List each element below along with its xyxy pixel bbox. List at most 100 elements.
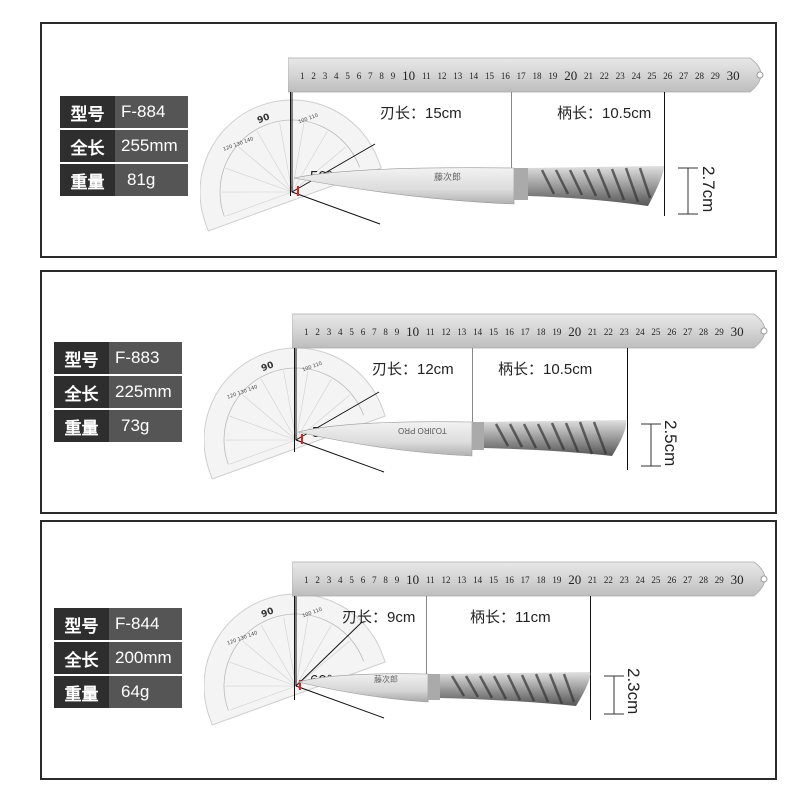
ruler-number: 20 [568, 324, 582, 339]
ruler-number: 9 [394, 327, 400, 337]
height-dimension [604, 675, 624, 715]
blade-brand-text: 藤次郎 [434, 172, 462, 182]
ruler-number: 11 [425, 327, 435, 337]
height-dimension [678, 167, 698, 215]
ruler-number: 28 [698, 327, 708, 337]
ruler-number: 13 [457, 327, 467, 337]
blade-brand-text: TOJIRO PRO [398, 426, 447, 435]
handle-length-label: 柄长：11cm [470, 609, 551, 626]
ruler-number: 28 [694, 71, 704, 81]
ruler-number: 27 [683, 575, 693, 585]
ruler-number: 23 [619, 327, 629, 337]
ruler-number: 27 [683, 327, 693, 337]
ruler-number: 24 [635, 327, 645, 337]
spec-value-model: F-844 [109, 608, 182, 640]
svg-text:90: 90 [260, 360, 275, 374]
ruler-number: 20 [564, 68, 578, 83]
ruler-number: 22 [603, 327, 613, 337]
ruler-number: 5 [349, 575, 354, 585]
spec-value-length: 255mm [115, 130, 188, 162]
ruler-number: 2 [315, 327, 320, 337]
ruler-number: 11 [421, 71, 431, 81]
ruler-number: 6 [360, 327, 366, 337]
steel-ruler [288, 57, 764, 93]
spec-row-weight: 重量 81g [60, 164, 188, 196]
ruler-number: 8 [383, 327, 388, 337]
ruler-number: 25 [647, 71, 657, 81]
product-panel-f884: 型号 F-884 全长 255mm 重量 81g 90 120 130 140 … [40, 22, 777, 258]
spec-value-weight: 73g [109, 410, 182, 442]
ruler-number: 26 [667, 327, 677, 337]
ruler-number: 30 [726, 68, 740, 83]
measure-line-end [590, 596, 591, 720]
ruler-number: 3 [322, 71, 328, 81]
spec-value-weight: 64g [109, 676, 182, 708]
ruler-number: 6 [360, 575, 366, 585]
spec-key: 全长 [60, 130, 115, 162]
ruler-number: 22 [603, 575, 613, 585]
svg-text:90: 90 [260, 606, 275, 620]
spec-key: 重量 [54, 410, 109, 442]
ruler-number: 3 [326, 327, 332, 337]
ruler-number: 16 [500, 71, 510, 81]
steel-ruler [292, 313, 768, 349]
ruler-number: 21 [584, 71, 594, 81]
spec-row-model: 型号 F-883 [54, 342, 182, 374]
measure-line-bolster [472, 348, 473, 438]
spec-row-weight: 重量 64g [54, 676, 182, 708]
ruler-number: 25 [651, 327, 661, 337]
blade-brand-text: 藤次郎 [374, 675, 398, 684]
ruler-number: 20 [568, 572, 582, 587]
ruler-number: 15 [488, 327, 498, 337]
ruler-number: 17 [520, 327, 530, 337]
ruler-number: 5 [349, 327, 354, 337]
spec-row-weight: 重量 73g [54, 410, 182, 442]
spec-row-model: 型号 F-884 [60, 96, 188, 128]
ruler-number: 18 [536, 327, 546, 337]
ruler-number: 17 [520, 575, 530, 585]
ruler-number: 14 [473, 575, 483, 585]
blade-length-label: 刃长：15cm [380, 105, 462, 122]
ruler-number: 8 [379, 71, 384, 81]
ruler-number: 1 [304, 327, 309, 337]
ruler-number: 24 [631, 71, 641, 81]
ruler-number: 6 [356, 71, 362, 81]
ruler-number: 30 [730, 572, 744, 587]
ruler-number: 4 [334, 71, 339, 81]
spec-row-length: 全长 225mm [54, 376, 182, 408]
spec-key: 型号 [60, 96, 115, 128]
ruler-number: 12 [437, 71, 447, 81]
measure-line-bolster [426, 596, 427, 696]
ruler-number: 1 [304, 575, 309, 585]
ruler-number: 2 [311, 71, 316, 81]
spec-table: 型号 F-884 全长 255mm 重量 81g [60, 96, 188, 198]
measure-line-bolster [511, 92, 512, 182]
ruler-number: 10 [402, 68, 416, 83]
steel-ruler [292, 561, 768, 597]
ruler-number: 17 [516, 71, 526, 81]
ruler-number: 10 [406, 572, 420, 587]
ruler-number: 7 [372, 327, 377, 337]
ruler-number: 23 [615, 71, 625, 81]
spec-key: 重量 [60, 164, 115, 196]
ruler-number: 16 [504, 327, 514, 337]
handle-length-label: 柄长：10.5cm [557, 105, 652, 122]
height-dimension [641, 423, 661, 467]
ruler-number: 15 [484, 71, 494, 81]
spec-value-length: 225mm [109, 376, 182, 408]
ruler-number: 15 [488, 575, 498, 585]
ruler-number: 12 [441, 327, 451, 337]
ruler-number: 10 [406, 324, 420, 339]
svg-text:90: 90 [256, 112, 271, 126]
measure-line-end [627, 348, 628, 470]
ruler-number: 2 [315, 575, 320, 585]
ruler-number: 5 [345, 71, 350, 81]
ruler-number: 14 [473, 327, 483, 337]
ruler-number: 30 [730, 324, 744, 339]
ruler-number: 7 [368, 71, 373, 81]
ruler-number: 13 [453, 71, 463, 81]
ruler-number: 9 [394, 575, 400, 585]
